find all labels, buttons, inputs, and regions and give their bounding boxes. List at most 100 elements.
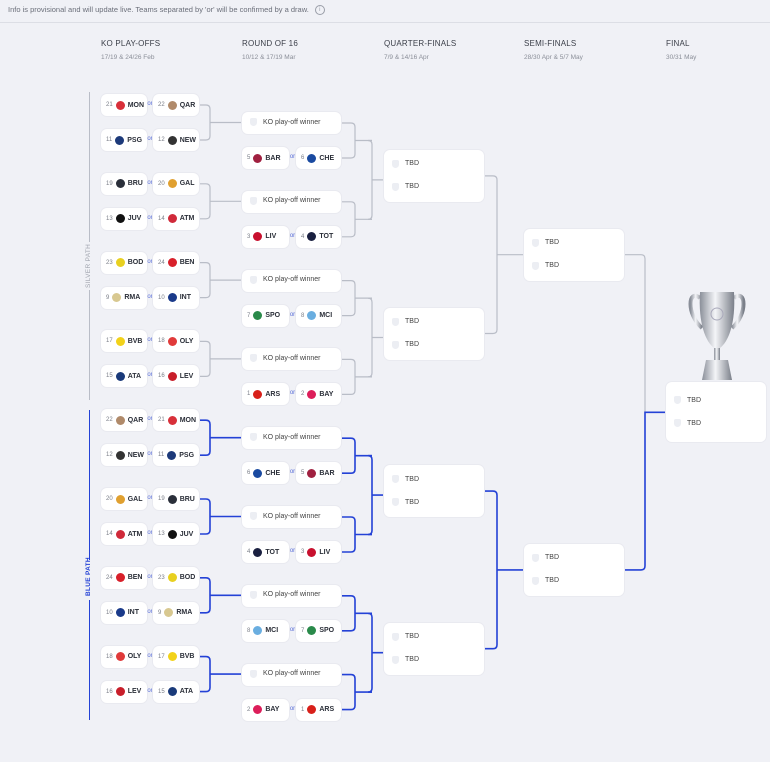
ko-playoff-winner-card[interactable]: KO play-off winner <box>242 269 341 292</box>
info-icon[interactable]: i <box>314 5 325 16</box>
ko-playoff-winner-card[interactable]: KO play-off winner <box>242 663 341 686</box>
ko-playoff-winner-card[interactable]: KO play-off winner <box>242 584 341 607</box>
ko-playoff-winner-card[interactable]: KO play-off winner <box>242 112 341 134</box>
ko-playoff-winner-card[interactable]: KO play-off winner <box>242 348 341 371</box>
ko-playoff-winner-card[interactable]: KO play-off winner <box>242 427 341 450</box>
ko-playoff-winner-card[interactable]: KO play-off winner <box>242 190 341 213</box>
